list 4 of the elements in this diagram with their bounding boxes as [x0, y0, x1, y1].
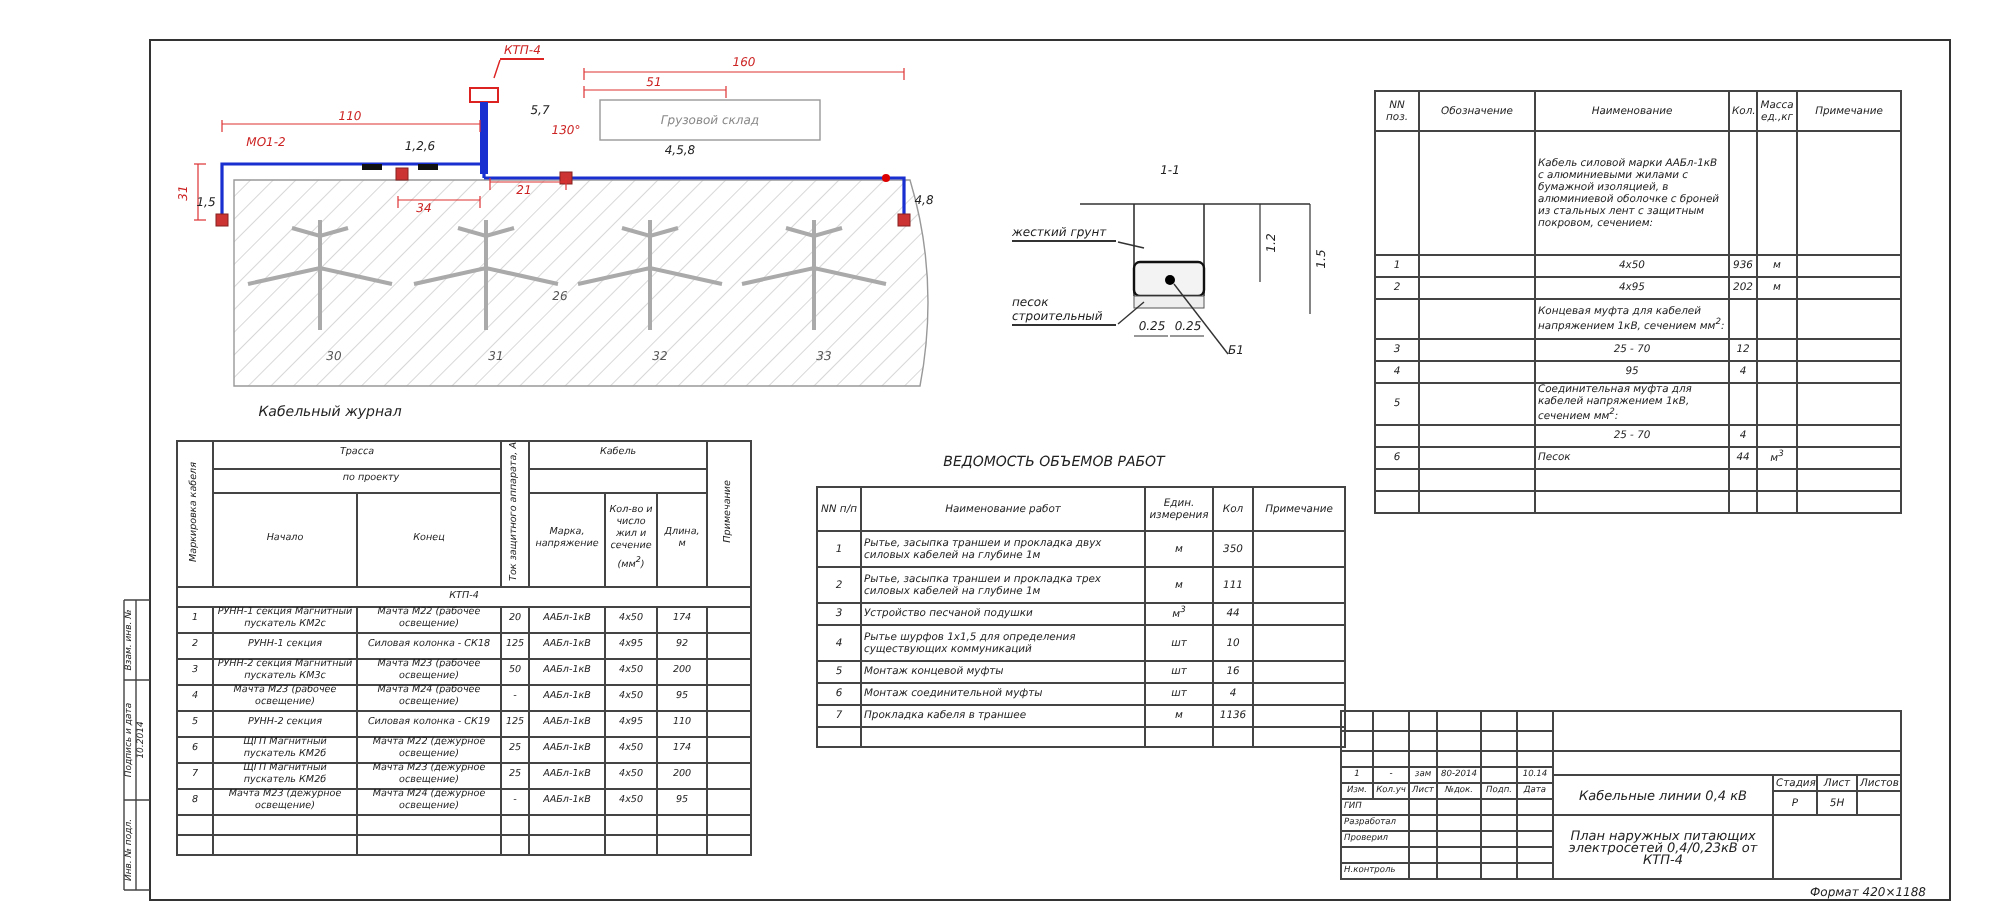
- leader-line: [1117, 241, 1145, 249]
- leader-line: [1117, 301, 1145, 325]
- leader-line: [493, 59, 501, 79]
- leader-line: [1173, 283, 1229, 355]
